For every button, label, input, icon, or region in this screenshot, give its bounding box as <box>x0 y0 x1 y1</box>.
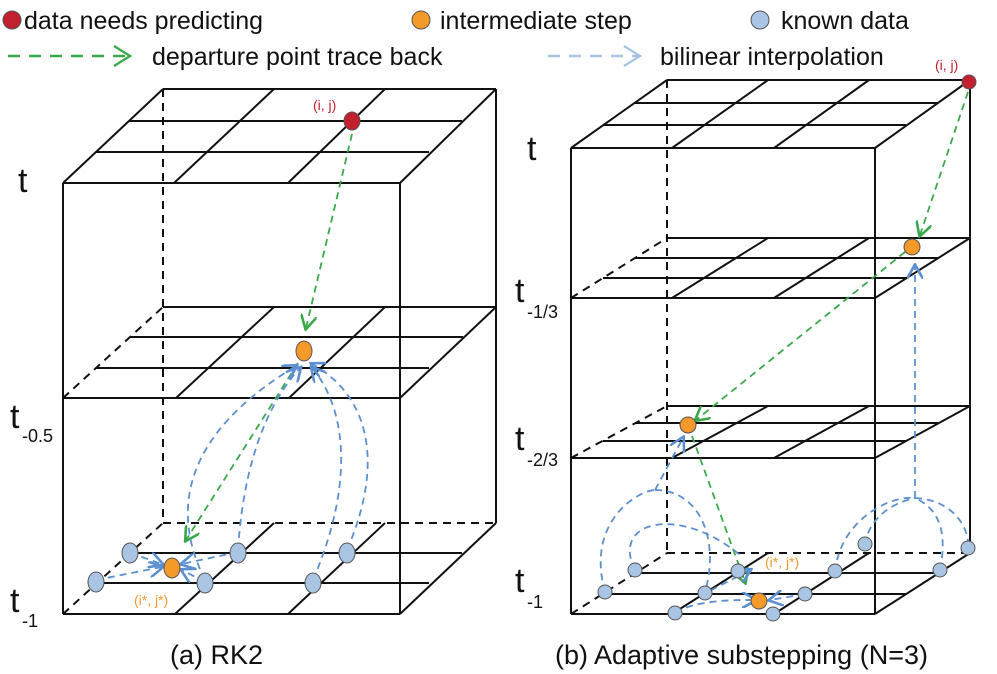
time-label-t-23-sub: -2/3 <box>527 450 558 470</box>
intermediate-point <box>903 238 921 256</box>
blue-interp-arrow <box>182 551 239 564</box>
grid-top <box>603 79 938 149</box>
green-trace-arrow <box>186 362 299 540</box>
known-point <box>196 572 214 594</box>
intermediate-point <box>750 592 768 610</box>
blue-interp-arrow <box>654 489 711 593</box>
grid-bottom <box>96 522 462 615</box>
cube-edge <box>62 88 164 184</box>
time-label-t-half-sub: -0.5 <box>22 426 53 446</box>
blue-interp-arrow <box>628 523 741 571</box>
known-point <box>765 606 781 622</box>
green-trace-arrow <box>306 133 353 328</box>
blue-interp-arrow <box>914 497 969 549</box>
point-label-ij-star: (i*, j*) <box>765 554 799 570</box>
intermediate-point <box>163 557 181 579</box>
blue-interp-arrow <box>914 497 944 571</box>
cube-edge <box>874 79 971 149</box>
known-point <box>730 563 746 579</box>
known-point <box>338 542 356 564</box>
time-label-t: t <box>18 162 28 200</box>
cube-edge <box>399 522 497 615</box>
panel-b-labels: (i, j) (i*, j*) t t -1/3 t -2/3 t -1 (b)… <box>515 57 958 670</box>
legend: data needs predicting intermediate step … <box>2 7 909 71</box>
known-point <box>87 571 105 593</box>
panel-a-points <box>87 111 361 594</box>
known-point <box>304 572 322 594</box>
panel-b-arrows <box>599 91 969 613</box>
blue-interp-arrow <box>312 364 369 551</box>
blue-interp-arrow <box>834 496 916 573</box>
green-trace-arrow <box>920 91 969 235</box>
green-trace-arrow <box>691 435 745 582</box>
panel-a-arrows <box>95 133 369 582</box>
cube-edge <box>570 79 668 149</box>
grid-top <box>96 88 462 184</box>
legend-orange-dot <box>411 10 431 30</box>
known-point <box>857 536 873 552</box>
known-point <box>960 540 976 556</box>
cube-edge-hidden <box>62 522 164 615</box>
intermediate-point <box>295 340 313 362</box>
legend-known-data: known data <box>781 7 909 35</box>
panel-b-points <box>597 74 977 622</box>
time-label-t-1-sub: -1 <box>527 592 543 612</box>
legend-intermediate-step: intermediate step <box>440 7 632 35</box>
panel-b-adaptive <box>570 79 971 615</box>
known-point <box>667 605 683 621</box>
time-label-t-13: t <box>515 272 525 310</box>
cube-edge <box>399 88 497 184</box>
target-point <box>343 111 361 131</box>
cube-edge-hidden <box>570 552 668 615</box>
known-point <box>697 585 713 601</box>
legend-departure-trace: departure point trace back <box>152 43 443 71</box>
time-label-t-13-sub: -1/3 <box>527 302 558 322</box>
blue-interp-arrow <box>699 570 750 597</box>
known-point <box>229 542 247 564</box>
cube-edge <box>874 552 971 615</box>
known-point <box>597 584 613 600</box>
legend-bilinear: bilinear interpolation <box>660 43 884 71</box>
time-label-t-1: t <box>10 582 20 620</box>
blue-interp-arrow <box>674 600 755 613</box>
time-label-t-1: t <box>515 562 525 600</box>
known-point <box>797 586 813 602</box>
legend-green-arrowhead <box>113 44 133 68</box>
point-label-ij: (i, j) <box>313 97 336 113</box>
blue-interp-arrow <box>864 497 916 546</box>
legend-blue-dot <box>750 10 770 30</box>
known-point <box>827 563 843 579</box>
target-point <box>961 74 977 90</box>
time-label-t-half: t <box>10 398 20 436</box>
panel-a-labels: (i, j) (i*, j*) t t -0.5 t -1 (a) RK2 <box>10 97 336 670</box>
legend-red-dot <box>2 10 22 30</box>
known-point <box>932 562 948 578</box>
plane-mid <box>62 306 497 399</box>
legend-data-needs-predicting: data needs predicting <box>24 7 263 35</box>
known-point <box>627 562 643 578</box>
blue-interp-arrow <box>95 567 162 581</box>
plane-two-thirds <box>570 405 971 459</box>
blue-interp-arrow <box>186 366 296 581</box>
known-point <box>121 542 139 564</box>
green-trace-arrow <box>696 251 906 420</box>
caption-b: (b) Adaptive substepping (N=3) <box>555 640 928 670</box>
point-label-ij-star: (i*, j*) <box>134 592 168 608</box>
blue-interp-arrow <box>654 438 683 491</box>
blue-interp-arrow <box>237 368 300 551</box>
blue-interp-arrow <box>599 489 656 593</box>
point-label-ij: (i, j) <box>935 57 958 73</box>
caption-a: (a) RK2 <box>170 640 263 670</box>
intermediate-point <box>679 416 697 434</box>
time-label-t-23: t <box>515 420 525 458</box>
time-label-t: t <box>527 130 537 168</box>
time-label-t-1-sub: -1 <box>22 611 38 631</box>
blue-interp-arrow <box>312 368 343 581</box>
legend-blue-arrowhead <box>623 44 643 68</box>
panel-a-rk2 <box>62 88 497 615</box>
